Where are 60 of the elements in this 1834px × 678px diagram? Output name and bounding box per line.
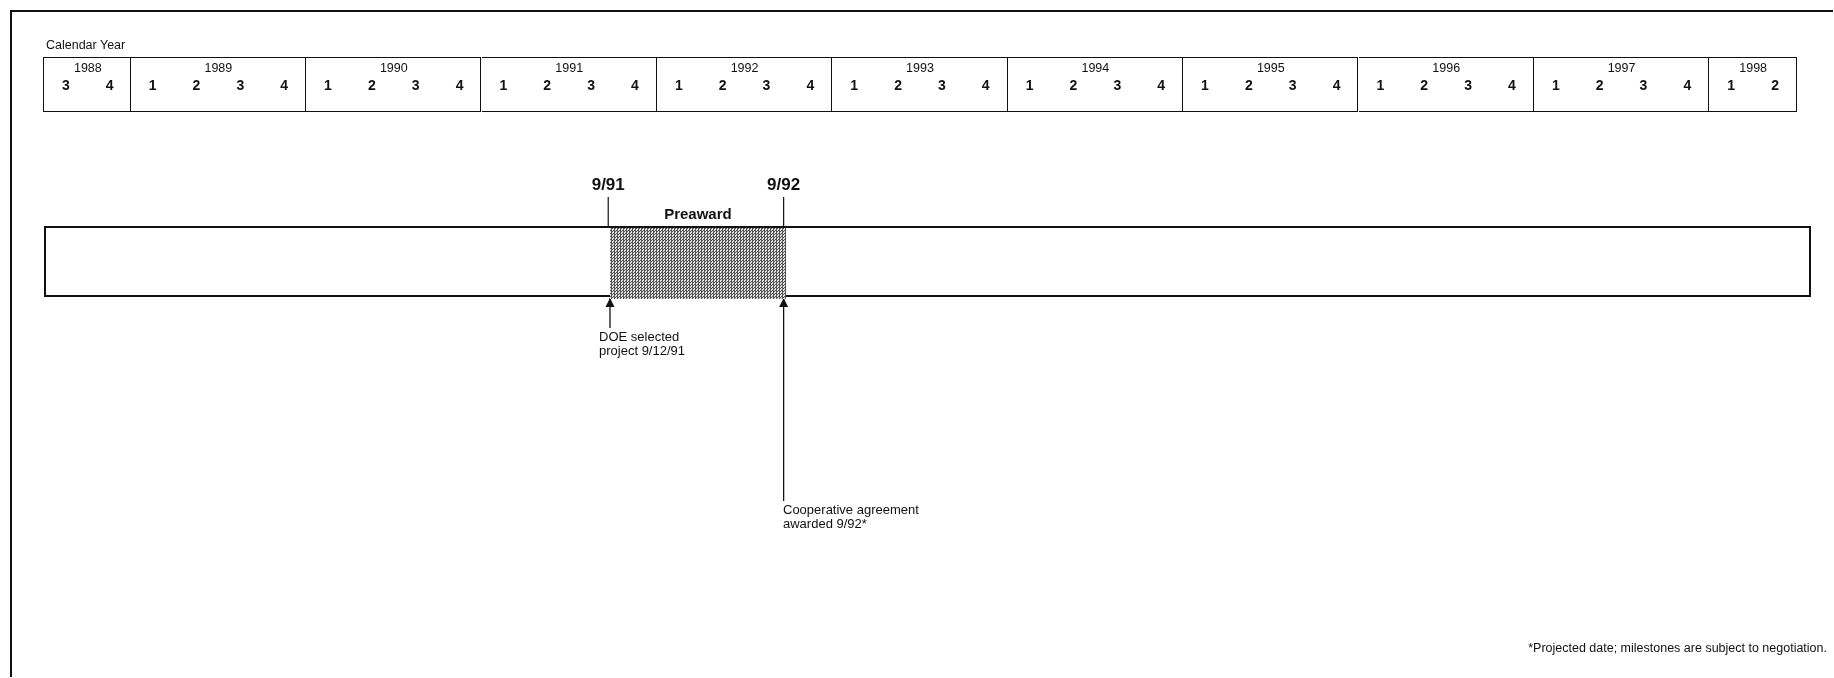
footnote: *Projected date; milestones are subject to negotiation. [1528, 641, 1827, 655]
quarter-label: 1 [498, 78, 509, 92]
quarter-label: 1 [323, 78, 333, 92]
quarter-label: 3 [1463, 78, 1473, 92]
arrow [779, 297, 789, 502]
quarter-label: 3 [586, 78, 596, 92]
quarter-label: 2 [893, 78, 903, 92]
year-label: 1989 [203, 61, 234, 75]
year-label: 1993 [905, 61, 935, 75]
period-label: Preaward [663, 207, 733, 221]
quarter-label: 3 [937, 78, 947, 92]
quarter-label: 1 [1024, 78, 1035, 92]
year-label: 1991 [554, 61, 585, 75]
quarter-label: 4 [630, 78, 640, 92]
quarter-label: 2 [542, 78, 553, 92]
quarter-label: 2 [366, 78, 377, 92]
year-label: 1994 [1080, 61, 1111, 75]
quarter-label: 4 [1507, 78, 1517, 92]
quarter-label: 2 [1770, 78, 1780, 92]
quarter-label: 1 [1200, 78, 1210, 92]
year-label: 1992 [729, 61, 760, 75]
callout-text: DOE selected project 9/12/91 [599, 330, 686, 358]
quarter-label: 2 [1068, 78, 1079, 92]
quarter-label: 2 [717, 78, 728, 92]
quarter-label: 1 [1726, 78, 1737, 92]
date-label: 9/91 [590, 176, 626, 194]
quarter-label: 2 [1243, 78, 1254, 92]
axis-title: Calendar Year [46, 38, 126, 52]
quarter-label: 3 [61, 78, 71, 92]
year-label: 1996 [1431, 61, 1462, 75]
quarter-label: 3 [1287, 78, 1298, 92]
year-label: 1990 [378, 61, 409, 75]
quarter-label: 1 [1550, 78, 1561, 92]
quarter-label: 1 [1375, 78, 1386, 92]
quarter-label: 3 [235, 78, 246, 92]
date-label: 9/92 [766, 176, 802, 194]
quarter-label: 4 [1682, 78, 1693, 92]
quarter-label: 4 [980, 78, 991, 92]
year-label: 1998 [1738, 61, 1769, 75]
quarter-label: 4 [1156, 78, 1167, 92]
quarter-label: 3 [410, 78, 421, 92]
quarter-label: 1 [147, 78, 158, 92]
year-label: 1988 [72, 61, 103, 75]
callout-text: Cooperative agreement awarded 9/92* [783, 503, 920, 531]
quarter-label: 4 [104, 78, 115, 92]
year-label: 1995 [1255, 61, 1286, 75]
year-label: 1997 [1606, 61, 1637, 75]
quarter-label: 4 [279, 78, 290, 92]
quarter-label: 3 [1638, 78, 1649, 92]
quarter-label: 4 [805, 78, 816, 92]
quarter-label: 2 [191, 78, 202, 92]
quarter-label: 3 [761, 78, 772, 92]
quarter-label: 1 [849, 78, 860, 92]
quarter-label: 2 [1594, 78, 1605, 92]
arrow [605, 297, 615, 329]
quarter-label: 1 [673, 78, 684, 92]
quarter-label: 4 [454, 78, 465, 92]
quarter-label: 3 [1112, 78, 1123, 92]
quarter-label: 2 [1419, 78, 1430, 92]
quarter-label: 4 [1331, 78, 1342, 92]
